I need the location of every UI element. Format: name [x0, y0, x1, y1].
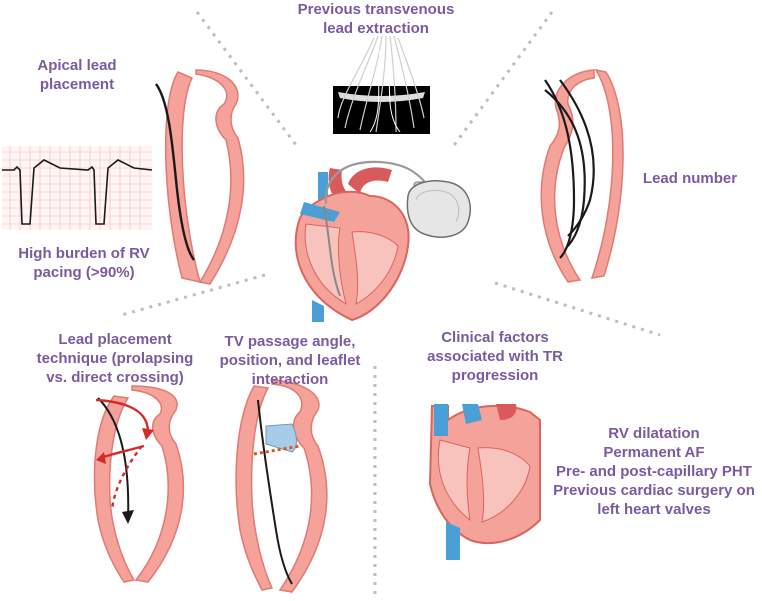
divider-mid-left	[117, 273, 266, 318]
clinical-factors-heart	[428, 404, 542, 560]
label-tv-passage: TV passage angle, position, and leaflet …	[219, 333, 361, 388]
divider-top-left	[195, 11, 298, 146]
label-apical-lead: Apical lead placement	[37, 57, 117, 93]
factor-rv-dilatation: RV dilatation	[608, 425, 700, 442]
label-placement-technique: Lead placement technique (prolapsing vs.…	[36, 331, 194, 386]
apical-lead-heart	[155, 69, 245, 285]
label-rv-pacing: High burden of RV pacing (>90%)	[18, 245, 150, 281]
clinical-factors-list: RV dilatation Permanent AF Pre- and post…	[548, 424, 760, 519]
dividers	[117, 11, 661, 595]
factor-left-heart-valves: left heart valves	[597, 501, 711, 518]
divider-mid-right	[494, 281, 661, 337]
ecg-strip-icon	[2, 146, 153, 230]
factor-pht: Pre- and post-capillary PHT	[556, 463, 752, 480]
label-clinical-factors: Clinical factors associated with TR prog…	[427, 329, 563, 384]
label-lead-number: Lead number	[642, 170, 738, 187]
lead-number-heart	[540, 68, 624, 283]
label-lead-extraction: Previous transvenous lead extraction	[297, 1, 455, 37]
tv-passage-heart	[235, 379, 328, 593]
factor-previous-surgery: Previous cardiac surgery on	[553, 482, 755, 499]
placement-technique-heart	[93, 385, 185, 583]
divider-top-right	[450, 11, 554, 149]
factor-permanent-af: Permanent AF	[603, 444, 705, 461]
lead-extraction-icon	[333, 35, 430, 134]
heart-with-pacemaker-icon	[294, 160, 471, 322]
